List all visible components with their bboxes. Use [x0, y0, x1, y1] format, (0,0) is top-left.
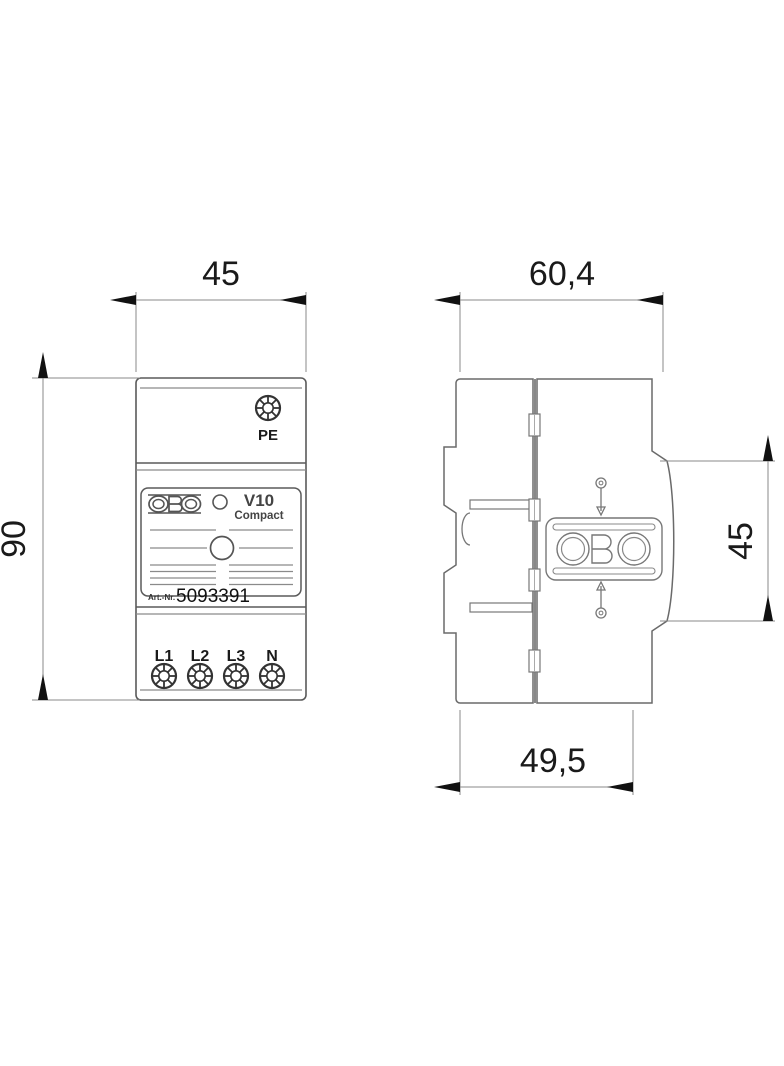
terminal-label-l3: L3 [227, 648, 246, 665]
obo-badge-side [545, 517, 663, 581]
side-tab-group [528, 413, 541, 673]
dimension-width-side: 60,4 [434, 255, 664, 372]
side-view [443, 378, 675, 704]
dimension-height-side: 45 [660, 435, 775, 622]
din-rail-slot-top [469, 499, 533, 510]
dimension-label-45-side-height: 45 [722, 522, 760, 560]
main-indicator-window [209, 535, 235, 561]
din-rail-slot-bottom [469, 602, 533, 613]
badge-bottom-bar [552, 567, 656, 575]
terminal-screw-n [258, 662, 286, 690]
dimension-width-front: 45 [110, 255, 307, 372]
terminal-screw-l2 [186, 662, 214, 690]
mounting-arrow-top [595, 477, 607, 517]
badge-logo-o-left-inner [560, 536, 586, 562]
article-prefix-text: Art.-Nr. [148, 593, 175, 602]
badge-logo-o-right [617, 532, 651, 566]
article-number-text: 5093391 [176, 586, 250, 607]
status-indicator-window [212, 494, 228, 510]
badge-logo-b [591, 534, 613, 564]
product-series-text: Compact [234, 510, 283, 522]
terminal-label-l2: L2 [191, 648, 210, 665]
pe-terminal-label: PE [258, 427, 278, 444]
side-left-housing-outline [443, 378, 534, 704]
front-terminal-group: L1 L2 L3 N [150, 648, 286, 690]
mounting-arrow-bottom [595, 580, 607, 619]
front-label-rule-lines [150, 529, 293, 586]
dimension-label-604-width: 60,4 [529, 255, 595, 293]
dimension-height-front: 90 [0, 352, 140, 701]
terminal-label-l1: L1 [155, 648, 174, 665]
front-view: PE V10 Compact [135, 377, 307, 701]
terminal-label-n: N [266, 648, 278, 665]
side-notch-arc [461, 512, 471, 546]
dimension-depth-side: 49,5 [434, 710, 634, 795]
product-name-text: V10 [244, 491, 274, 510]
pe-screw-terminal [254, 394, 282, 422]
dimension-label-45-width: 45 [202, 255, 240, 293]
terminal-screw-l1 [150, 662, 178, 690]
dimension-label-90-height: 90 [0, 520, 33, 558]
terminal-screw-l3 [222, 662, 250, 690]
dimension-label-495-depth: 49,5 [520, 742, 586, 780]
badge-logo-o-right-inner [621, 536, 647, 562]
badge-top-bar [552, 523, 656, 531]
obo-logo-front [148, 494, 202, 514]
badge-logo-o-left [556, 532, 590, 566]
